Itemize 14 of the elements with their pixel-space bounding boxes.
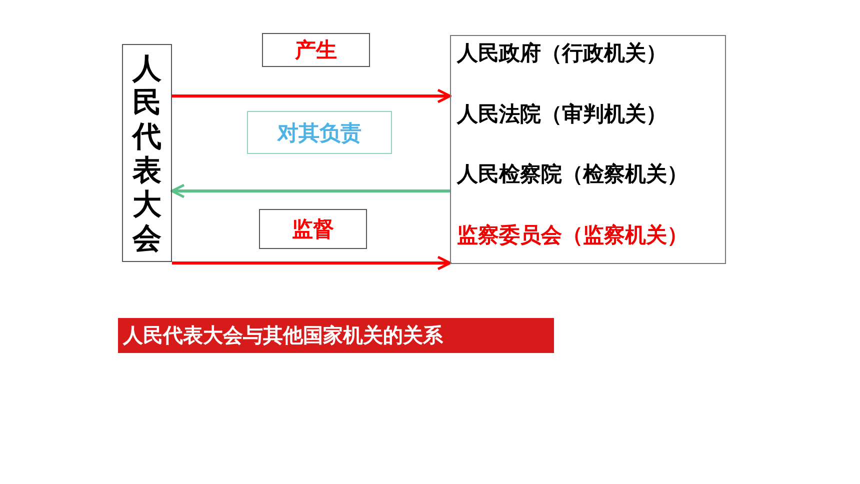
edge-label: 监督 [259, 209, 367, 249]
arrow [170, 184, 450, 198]
edge-label: 对其负责 [247, 111, 392, 154]
entity-box [122, 44, 172, 262]
organ-name: 人民检察院（检察机关） [457, 161, 688, 188]
edge-label: 产生 [262, 33, 370, 67]
entity-box [450, 35, 726, 264]
organ-name: 人民法院（审判机关） [457, 100, 667, 128]
arrow [172, 256, 452, 270]
organ-name: 人民政府（行政机关） [457, 40, 667, 67]
title-banner: 人民代表大会与其他国家机关的关系 [118, 318, 554, 353]
organ-name: 监察委员会（监察机关） [457, 222, 688, 248]
arrow [172, 88, 452, 104]
entity-name: 人民代表大会 [132, 51, 162, 255]
